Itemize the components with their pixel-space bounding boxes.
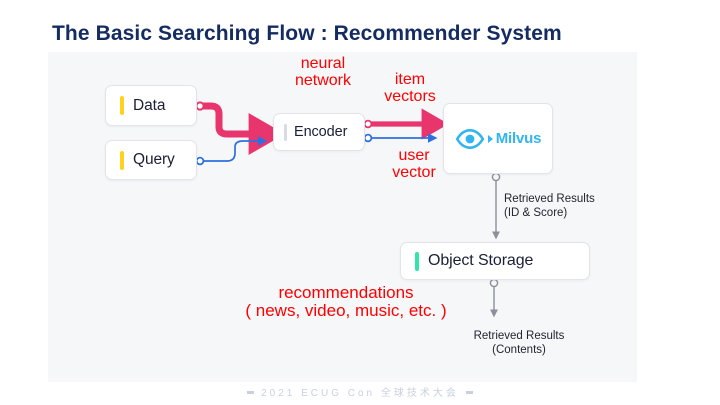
annotation-user-vector: user vector — [392, 147, 436, 182]
accent-bar-green — [415, 251, 419, 271]
accent-bar-yellow — [120, 96, 124, 115]
footer-dash-right — [465, 390, 473, 394]
milvus-wordmark: Milvus — [495, 130, 542, 147]
page-title: The Basic Searching Flow : Recommender S… — [52, 22, 562, 45]
milvus-logo: Milvus — [455, 128, 542, 149]
play-triangle-icon — [487, 134, 493, 143]
node-query[interactable]: Query — [105, 140, 197, 180]
annotation-neural-network: neural network — [294, 55, 352, 90]
footer-dash-left — [247, 390, 255, 394]
diagram-canvas: Data Query Encoder Milvus Object Storage… — [48, 52, 637, 382]
annotation-recommendations: recommendations ( news, video, music, et… — [245, 283, 447, 321]
eye-icon — [455, 128, 484, 149]
annotation-retrieved-results-contents: Retrieved Results (Contents) — [473, 330, 565, 357]
footer-text: 2021 ECUG Con 全球技术大会 — [261, 388, 459, 399]
node-milvus[interactable]: Milvus — [443, 103, 553, 174]
node-data[interactable]: Data — [105, 85, 197, 126]
node-data-label: Data — [133, 96, 166, 114]
annotation-item-vectors: item vectors — [384, 71, 436, 106]
annotation-retrieved-results-id: Retrieved Results (ID & Score) — [504, 193, 595, 220]
node-encoder-label: Encoder — [294, 124, 348, 140]
accent-bar-yellow — [120, 150, 124, 170]
node-query-label: Query — [133, 151, 175, 168]
accent-bar-gray — [284, 123, 287, 141]
connector-wires — [195, 101, 501, 318]
node-encoder[interactable]: Encoder — [273, 113, 365, 151]
node-object-storage[interactable]: Object Storage — [400, 242, 590, 280]
footer: 2021 ECUG Con 全球技术大会 — [0, 384, 720, 399]
node-object-storage-label: Object Storage — [428, 252, 534, 269]
